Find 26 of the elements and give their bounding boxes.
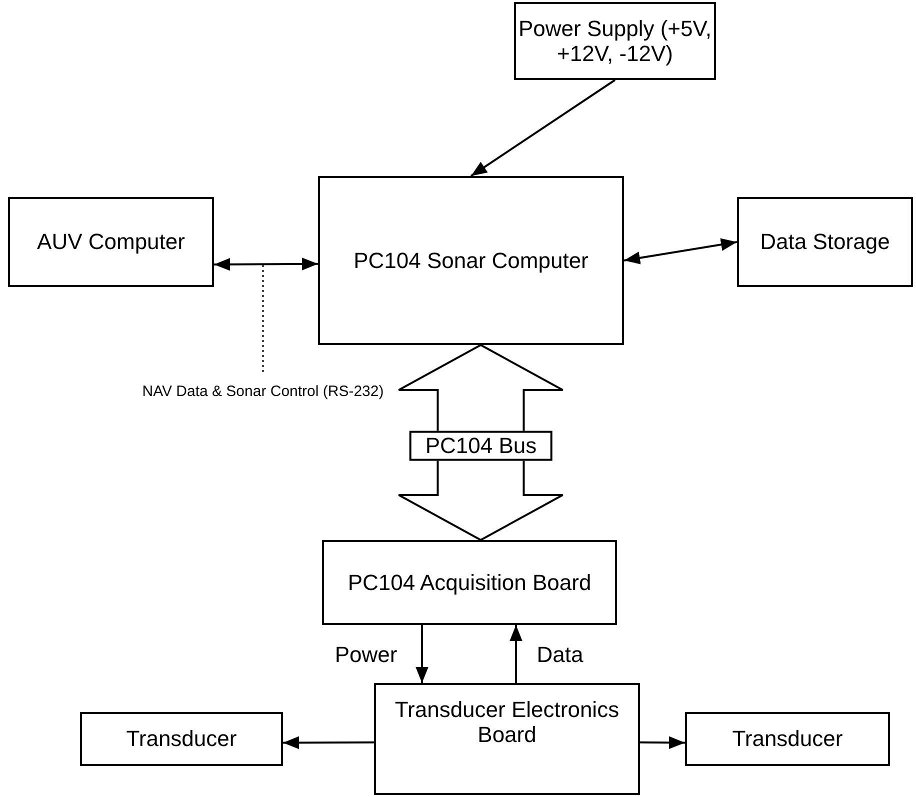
block-box xyxy=(737,197,913,287)
edge-label: PC104 Bus xyxy=(409,430,553,462)
block-box xyxy=(8,197,214,287)
block-box xyxy=(80,712,283,766)
box-label: AUV Computer xyxy=(37,229,185,255)
box-label: PC104 Sonar Computer xyxy=(354,248,588,274)
block-box xyxy=(685,712,890,766)
box-label: Transducer Electronics Board xyxy=(394,697,620,748)
block-box xyxy=(322,540,617,625)
box-label: Data Storage xyxy=(760,229,890,255)
leader-line xyxy=(262,265,264,372)
arrow xyxy=(470,79,616,177)
box-label: Transducer xyxy=(732,726,843,752)
arrow xyxy=(283,736,374,750)
block-box xyxy=(374,683,640,795)
block-box xyxy=(318,176,624,345)
arrow xyxy=(416,625,428,683)
box-label: PC104 Acquisition Board xyxy=(348,570,592,596)
block-box xyxy=(514,2,716,80)
arrow xyxy=(214,258,318,271)
arrow xyxy=(640,736,686,750)
box-label: Transducer xyxy=(126,726,237,752)
box-label: Power Supply (+5V, +12V, -12V) xyxy=(517,16,713,66)
note-label: NAV Data & Sonar Control (RS-232) xyxy=(133,372,393,412)
arrow xyxy=(624,238,738,264)
arrow xyxy=(510,625,522,683)
